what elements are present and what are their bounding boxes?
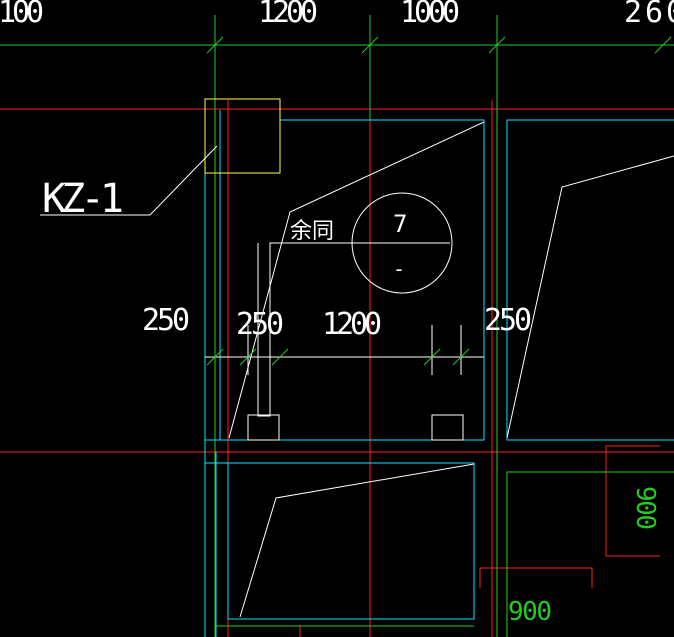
dim-mid-1: 250 xyxy=(236,307,284,342)
dim-top-0: 100 xyxy=(0,0,44,30)
callout-top: 7 xyxy=(393,210,407,238)
dim-top-1: 1200 xyxy=(258,0,318,30)
mid-dimension-ticks xyxy=(206,348,470,366)
dim-mid-0: 250 xyxy=(142,303,190,338)
cyan-wall-outlines xyxy=(204,100,674,637)
dimension-labels-top: 100 1200 1000 260 xyxy=(0,0,674,30)
green-grid-lines xyxy=(0,15,674,637)
callout-bottom: - xyxy=(393,257,405,281)
dimension-labels-mid: 250 250 1200 250 xyxy=(142,303,532,342)
dim-right-horizontal: 900 xyxy=(508,597,552,627)
white-linework xyxy=(40,121,674,618)
dim-top-3: 260 xyxy=(624,0,674,30)
dim-mid-3: 250 xyxy=(484,303,532,338)
dim-top-2: 1000 xyxy=(400,0,460,30)
column-label: KZ-1 xyxy=(42,176,124,222)
dim-right-vertical: 900 xyxy=(630,486,660,530)
dim-mid-2: 1200 xyxy=(322,307,382,342)
note-text: 余同 xyxy=(290,219,334,244)
column-kz1-box[interactable] xyxy=(204,98,281,174)
red-axis-lines xyxy=(0,100,674,637)
